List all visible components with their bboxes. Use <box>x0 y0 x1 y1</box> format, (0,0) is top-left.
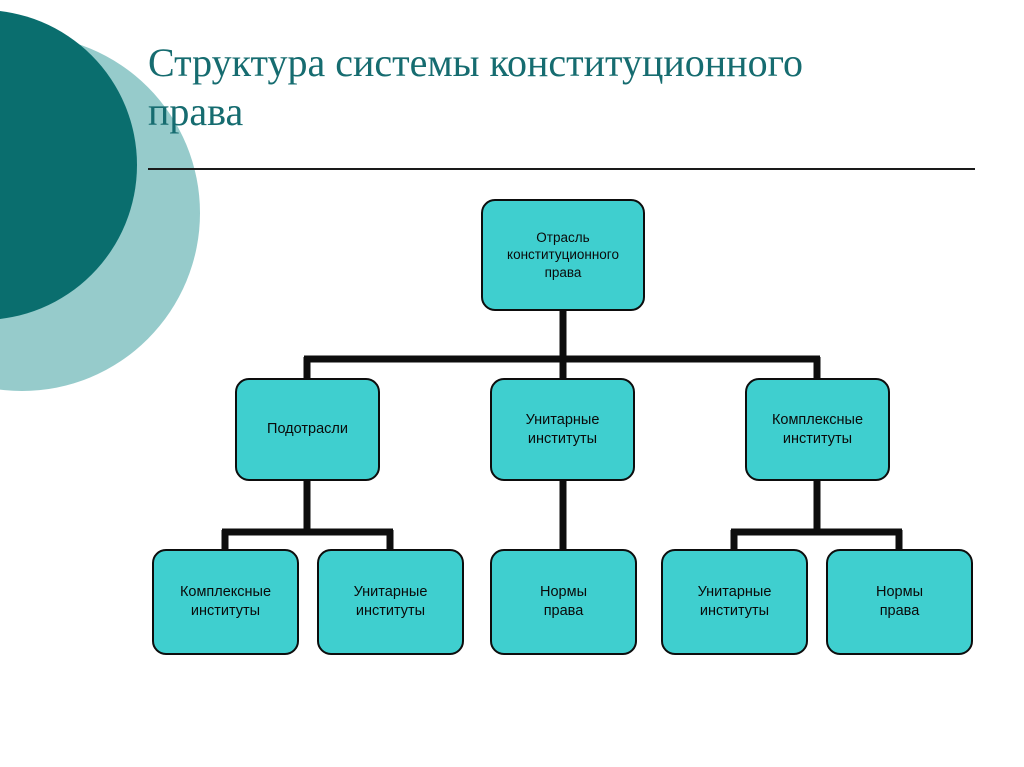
page-title: Структура системы конституционного права <box>148 40 803 135</box>
node-root[interactable]: Отрасль конституционного права <box>481 199 645 311</box>
node-leaf-1[interactable]: Комплексные институты <box>152 549 299 655</box>
node-leaf-2[interactable]: Унитарные институты <box>317 549 464 655</box>
node-leaf-5[interactable]: Нормы права <box>826 549 973 655</box>
node-leaf-3[interactable]: Нормы права <box>490 549 637 655</box>
node-mid-2[interactable]: Унитарные институты <box>490 378 635 481</box>
node-mid-3[interactable]: Комплексные институты <box>745 378 890 481</box>
node-mid-1[interactable]: Подотрасли <box>235 378 380 481</box>
title-divider <box>148 168 975 170</box>
title-block: Структура системы конституционного права <box>148 38 938 136</box>
node-leaf-4[interactable]: Унитарные институты <box>661 549 808 655</box>
